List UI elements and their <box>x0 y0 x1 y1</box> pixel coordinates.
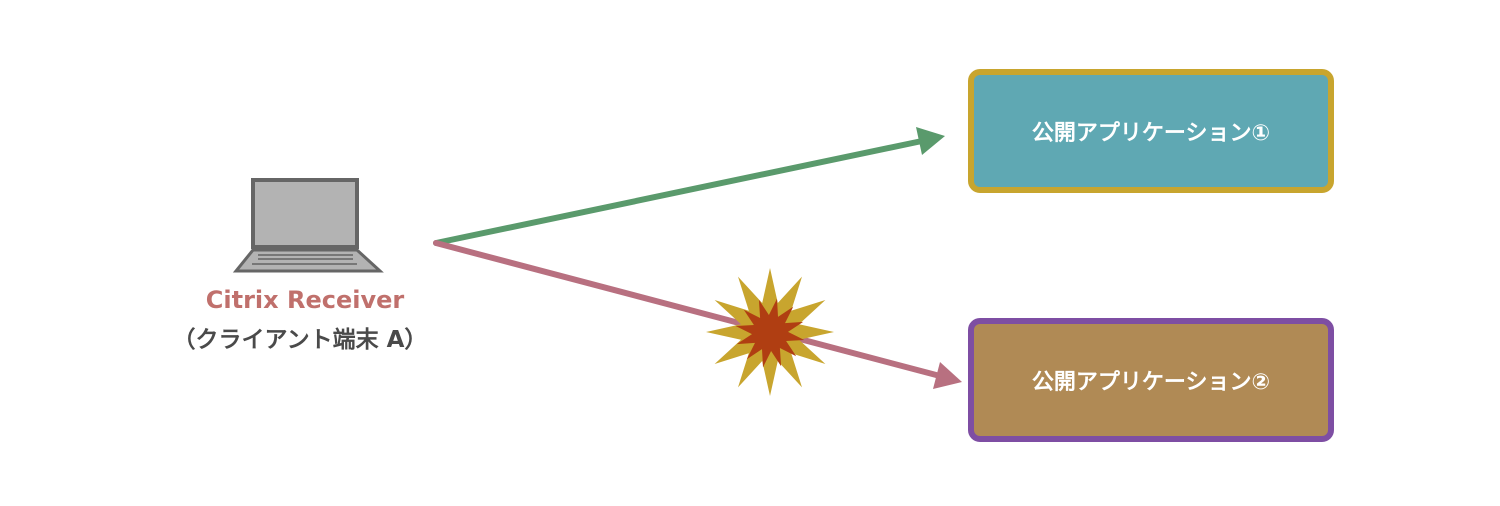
app-label: 公開アプリケーション① <box>1031 121 1271 146</box>
app-label: 公開アプリケーション② <box>1031 370 1271 395</box>
connection-arrow-app2 <box>433 240 962 389</box>
published-app-1[interactable]: 公開アプリケーション① <box>968 69 1334 193</box>
published-app-2[interactable]: 公開アプリケーション② <box>968 318 1334 442</box>
connection-arrow-app1 <box>433 127 945 246</box>
client-name: Citrix Receiver <box>205 286 405 314</box>
client-subtitle: （クライアント端末 A） <box>172 327 428 353</box>
laptop-icon <box>232 178 384 273</box>
error-burst-icon <box>706 268 834 396</box>
